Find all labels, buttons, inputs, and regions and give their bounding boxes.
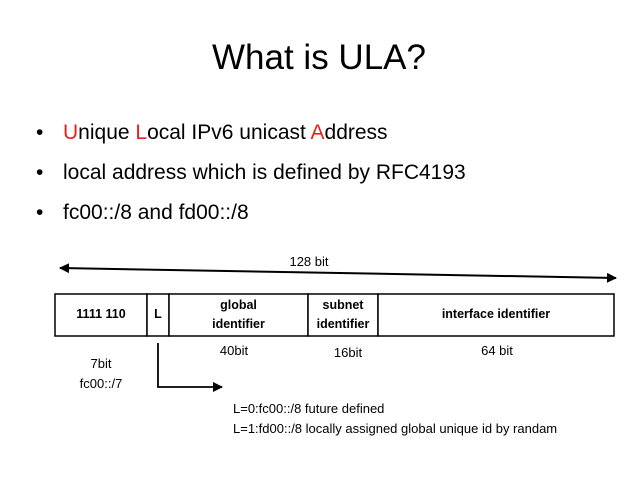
- bullet-dot-icon: •: [36, 201, 44, 224]
- highlighted-letters: A: [310, 121, 325, 144]
- subnet-id-field-label: subnet identifier: [308, 296, 378, 334]
- bullet-text: ocal IPv6 unicast: [147, 121, 311, 144]
- l-bit-note-1: L=1:fd00::/8 locally assigned global uni…: [233, 421, 558, 436]
- bullet-list: • Unique Local IPv6 unicast Address • local…: [36, 118, 466, 238]
- global-id-field-label: global identifier: [169, 296, 308, 334]
- prefix-bits: 7bit: [90, 356, 112, 371]
- slide-title: What is ULA?: [212, 38, 426, 77]
- global-id-field-box: [168, 293, 309, 337]
- bullet-text: ddress: [324, 121, 388, 144]
- subnet-id-line2: identifier: [316, 317, 370, 331]
- subnet-size-label: 16bit: [333, 345, 363, 360]
- bullet-text: local address which is defined by RFC419…: [63, 161, 466, 184]
- l-bit-note-0: L=0:fc00::/8 future defined: [233, 401, 385, 416]
- total-length-label: 128 bit: [289, 254, 329, 269]
- interface-size-label: 64 bit: [481, 343, 513, 358]
- prefix-size-label: 7bit fc00::/7: [55, 354, 147, 394]
- l-bit-pointer-arrow: [157, 343, 223, 392]
- prefix-field-label: 1111 110: [76, 307, 126, 321]
- l-bit-notes: L=0:fc00::/8 future defined L=1:fd00::/8…: [233, 399, 557, 439]
- total-length-arrow: [59, 263, 617, 283]
- global-id-line2: identifier: [212, 317, 265, 331]
- interface-id-field-label: interface identifier: [441, 307, 551, 321]
- prefix-range: fc00::/7: [79, 376, 123, 391]
- highlighted-letters: L: [135, 121, 148, 144]
- interface-id-field-box: [377, 293, 615, 337]
- bullet-item: • fc00::/8 and fd00::/8: [36, 198, 466, 238]
- bullet-text: nique: [78, 121, 136, 144]
- subnet-id-field-box: [307, 293, 379, 337]
- global-id-line1: global: [220, 298, 257, 312]
- bullet-item: • local address which is defined by RFC41…: [36, 158, 466, 198]
- subnet-id-line1: subnet: [322, 298, 364, 312]
- l-field-label: L: [154, 307, 162, 321]
- bullet-item: • Unique Local IPv6 unicast Address: [36, 118, 466, 158]
- global-size-label: 40bit: [219, 343, 249, 358]
- bullet-dot-icon: •: [36, 121, 44, 144]
- highlighted-letters: U: [63, 121, 79, 144]
- bullet-dot-icon: •: [36, 161, 44, 184]
- prefix-field-box: [54, 293, 148, 337]
- bullet-text: fc00::/8 and fd00::/8: [63, 201, 249, 224]
